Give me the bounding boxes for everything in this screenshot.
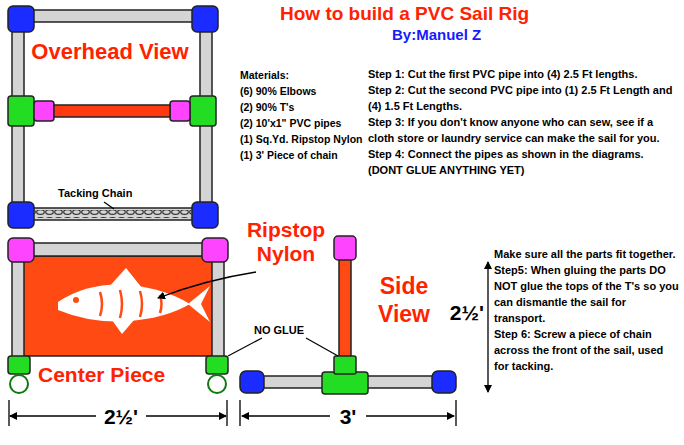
list-item: Step 2: Cut the second PVC pipe into (1)… [368, 82, 680, 114]
tee-fitting [206, 356, 228, 374]
pipe-end [10, 375, 28, 393]
leader-line [306, 338, 338, 356]
leader-line [104, 202, 114, 209]
ripstop-sail [22, 256, 214, 356]
pipe-end [208, 375, 226, 393]
author: By:Manuel Z [392, 26, 481, 44]
part-label: Ripstop Nylon [234, 218, 338, 266]
pvc-pipe [12, 260, 24, 358]
list-item: Make sure all the parts fit together. [494, 246, 680, 262]
pvc-pipe [32, 243, 204, 256]
tee-fitting [322, 372, 368, 394]
pvc-pipe [32, 10, 198, 22]
top-fitting [334, 236, 356, 260]
list-item: (1) 3' Piece of chain [240, 148, 366, 163]
list-item: (2) 90% T's [240, 100, 366, 115]
list-item: (6) 90% Elbows [240, 84, 366, 99]
tee-fitting [190, 96, 216, 126]
fish-tail [188, 286, 210, 322]
part-label: Center Piece [38, 362, 165, 387]
dimension-tick [455, 400, 456, 426]
steps-list: Step 1: Cut the first PVC pipe into (4) … [368, 66, 680, 178]
fish-graphic [58, 268, 210, 334]
note-label: NO GLUE [252, 324, 306, 337]
tee-fitting [8, 356, 30, 374]
elbow-fitting [8, 202, 34, 228]
part-label: Tacking Chain [56, 187, 134, 200]
list-item: Step5: When gluing the parts DO NOT glue… [494, 262, 680, 326]
list-item: Step 1: Cut the first PVC pipe into (4) … [368, 66, 680, 82]
sail-edge [339, 258, 351, 360]
leader-line [158, 272, 256, 298]
list-item: Step 4: Connect the pipes as shown in th… [368, 146, 680, 178]
fish-stripes [100, 290, 162, 318]
dimension-tick [8, 400, 9, 426]
leader-line [228, 338, 262, 356]
fish-fin [112, 320, 134, 334]
tee-fitting [334, 356, 356, 374]
pvc-pipe [32, 208, 198, 220]
top-fitting [34, 101, 54, 121]
title: How to build a PVC Sail Rig [280, 3, 529, 25]
dimension-tick [226, 400, 227, 426]
materials-list: Materials:(6) 90% Elbows(2) 90% T's(2) 1… [240, 68, 366, 164]
dimension-line [487, 262, 488, 392]
elbow-fitting [202, 238, 228, 262]
sail-edge [54, 105, 170, 117]
list-item: (2) 10'x1" PVC pipes [240, 116, 366, 131]
fish-fin [108, 268, 142, 288]
dimension-label: 3' [330, 404, 366, 429]
overhead-frame [8, 6, 218, 228]
elbow-fitting [8, 6, 34, 32]
fish-eye [73, 297, 79, 303]
dimension-tick [239, 400, 240, 426]
pvc-pipe [212, 260, 224, 358]
list-item: Step 3: If you don't know anyone who can… [368, 114, 680, 146]
elbow-fitting [192, 202, 218, 228]
dimension-label: 2½' [96, 404, 146, 429]
view-label: Overhead View [30, 36, 190, 68]
steps-list: Make sure all the parts fit together.Ste… [494, 246, 680, 374]
list-item: Step 6: Screw a piece of chain across th… [494, 326, 680, 374]
tee-fitting [8, 96, 34, 126]
list-item: (1) Sq.Yd. Ripstop Nylon [240, 132, 366, 147]
elbow-fitting [192, 6, 218, 32]
fish-body [58, 285, 190, 322]
top-fitting [170, 101, 190, 121]
end-elbow [240, 371, 264, 393]
dimension-label: 2½' [436, 300, 486, 325]
view-label: Side View [370, 272, 438, 328]
tacking-chain [34, 210, 192, 218]
list-heading: Materials: [240, 68, 366, 83]
end-elbow [432, 371, 456, 393]
center-piece [8, 238, 228, 393]
elbow-fitting [8, 238, 34, 262]
